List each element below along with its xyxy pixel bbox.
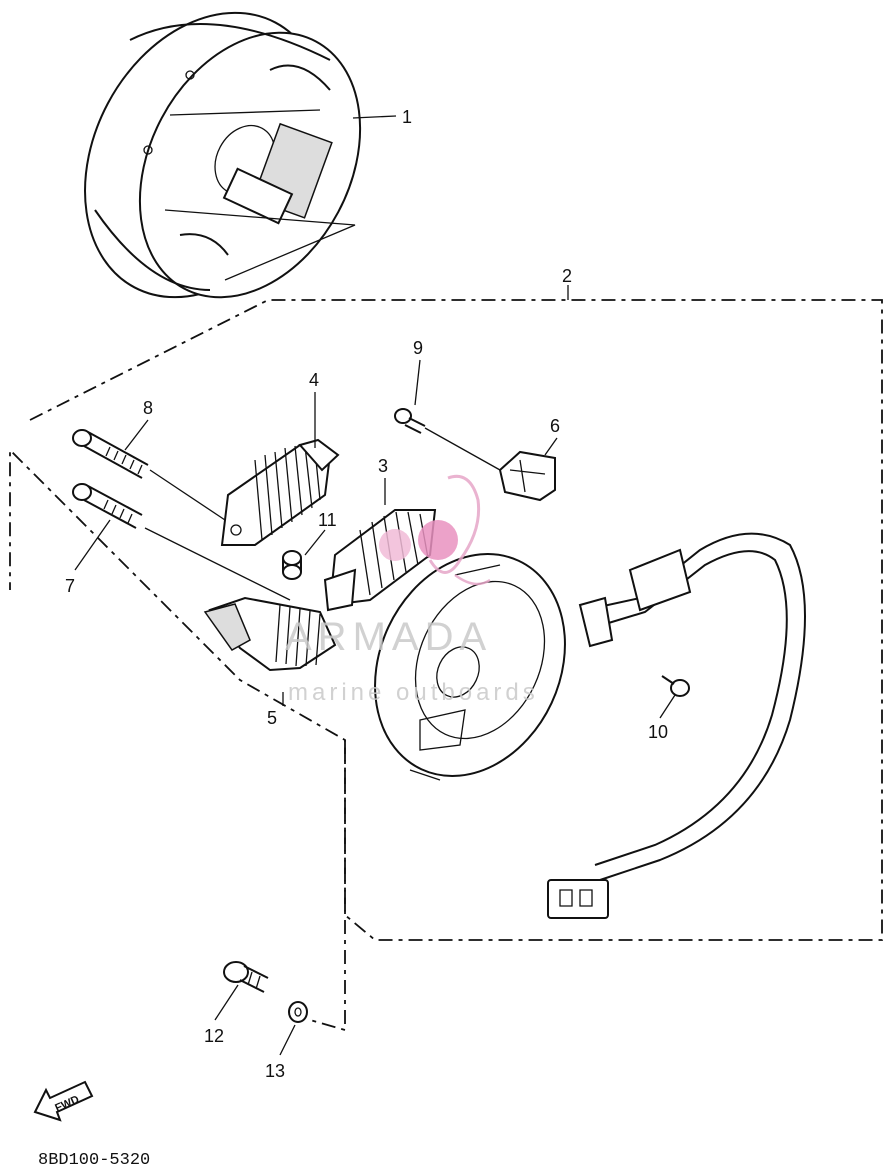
drawing-code: 8BD100-5320: [38, 1151, 150, 1170]
stator-base-plate: [374, 553, 566, 781]
bolt-7: [72, 483, 143, 529]
pulser-coil-5: [203, 596, 337, 672]
callout-7: 7: [65, 576, 75, 596]
bolt-12: [223, 961, 269, 993]
collar-11: [282, 550, 302, 580]
callout-5: 5: [267, 708, 277, 728]
flywheel-rotor: [84, 11, 362, 299]
callout-3: 3: [378, 456, 388, 476]
armada-watermark: ARMADA marine outboards: [285, 474, 539, 706]
bolt-8: [72, 429, 149, 479]
coil-4: [220, 438, 340, 546]
callout-12: 12: [204, 1026, 224, 1046]
watermark-title: ARMADA: [285, 615, 492, 659]
leader-lines: [74, 115, 676, 1056]
callout-9: 9: [413, 338, 423, 358]
terminal-6: [498, 450, 556, 502]
callout-6: 6: [550, 416, 560, 436]
screw-10: [661, 675, 690, 697]
watermark-subtitle: marine outboards: [288, 679, 539, 706]
wire-harness: [547, 532, 806, 919]
callout-10: 10: [648, 722, 668, 742]
callout-2: 2: [562, 266, 572, 286]
fwd-direction-arrow: FWD: [33, 1080, 94, 1122]
callout-13: 13: [265, 1061, 285, 1081]
washer-13: [288, 1001, 308, 1023]
screw-9: [394, 408, 426, 434]
stator-assembly-boundary: [9, 299, 883, 941]
callout-4: 4: [309, 370, 319, 390]
callout-1: 1: [402, 107, 412, 127]
callout-11: 11: [318, 510, 337, 530]
callout-8: 8: [143, 398, 153, 418]
fastener-leader-12-13: [309, 740, 346, 1032]
watermark-logo-icon: [379, 474, 491, 586]
